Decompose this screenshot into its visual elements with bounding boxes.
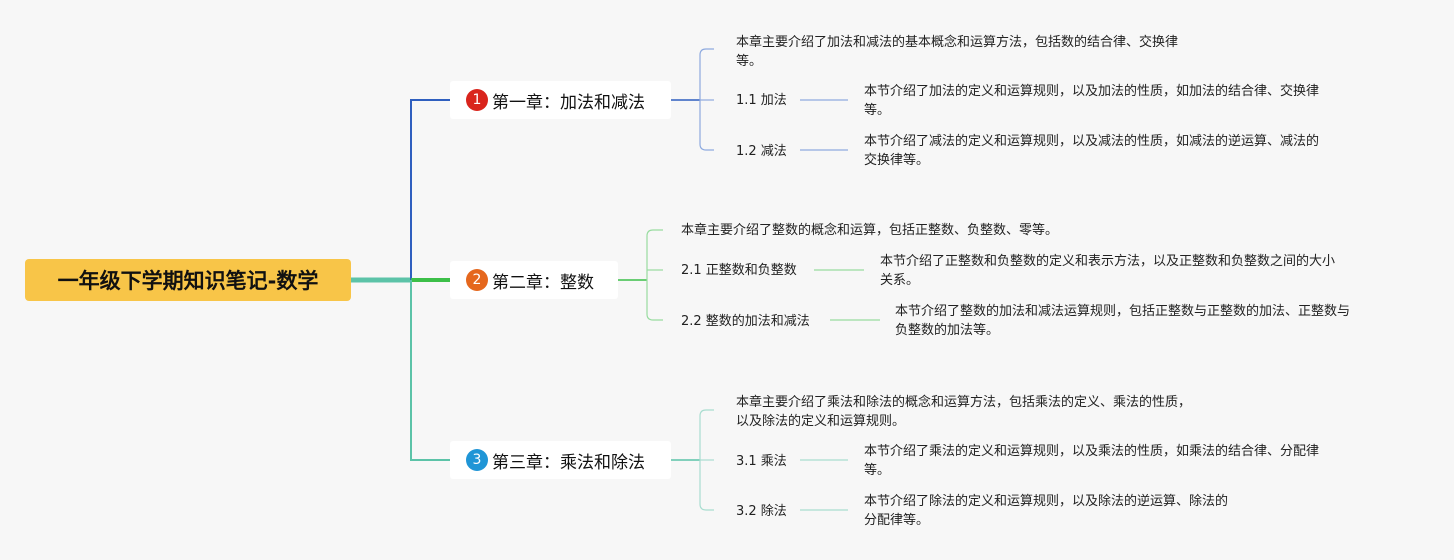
summary-line: 本章主要介绍了乘法和除法的概念和运算方法，包括乘法的定义、乘法的性质，: [736, 395, 1192, 410]
chapter-title: 第三章：乘法和除法: [492, 452, 645, 473]
branch-line-ch3: [410, 280, 450, 461]
desc-line: 本节介绍了加法的定义和运算规则，以及加法的性质，如加法的结合律、交换律: [864, 84, 1320, 99]
section-label[interactable]: 3.2 除法: [736, 504, 787, 519]
desc-line: 本节介绍了减法的定义和运算规则，以及减法的性质，如减法的逆运算、减法的: [864, 134, 1320, 149]
desc-line: 分配律等。: [864, 513, 930, 528]
section-description[interactable]: 本节介绍了减法的定义和运算规则，以及减法的性质，如减法的逆运算、减法的 交换律等…: [864, 132, 1319, 170]
chapter-topic-2[interactable]: 2 第二章：整数: [450, 261, 618, 299]
root-topic[interactable]: 一年级下学期知识笔记-数学: [25, 259, 351, 301]
section-description[interactable]: 本节介绍了加法的定义和运算规则，以及加法的性质，如加法的结合律、交换律 等。: [864, 82, 1319, 120]
number-badge-icon: 3: [466, 449, 488, 471]
chapter-topic-3[interactable]: 3 第三章：乘法和除法: [450, 441, 671, 479]
ch2-bracket-line: [646, 229, 663, 321]
desc-line: 等。: [864, 103, 891, 118]
chapter-summary[interactable]: 本章主要介绍了整数的概念和运算，包括正整数、负整数、零等。: [681, 221, 1058, 240]
branch-line-ch1: [410, 99, 450, 280]
summary-line: 本章主要介绍了加法和减法的基本概念和运算方法，包括数的结合律、交换律: [736, 35, 1179, 50]
section-description[interactable]: 本节介绍了整数的加法和减法运算规则，包括正整数与正整数的加法、正整数与 负整数的…: [895, 302, 1350, 340]
chapter-topic-1[interactable]: 1 第一章：加法和减法: [450, 81, 671, 119]
root-title: 一年级下学期知识笔记-数学: [57, 269, 319, 293]
section-label[interactable]: 1.1 加法: [736, 93, 787, 108]
section-label[interactable]: 2.2 整数的加法和减法: [681, 314, 810, 329]
chapter-title: 第一章：加法和减法: [492, 92, 645, 113]
section-description[interactable]: 本节介绍了乘法的定义和运算规则，以及乘法的性质，如乘法的结合律、分配律 等。: [864, 442, 1319, 480]
section-description[interactable]: 本节介绍了除法的定义和运算规则，以及除法的逆运算、除法的 分配律等。: [864, 492, 1228, 530]
summary-line: 以及除法的定义和运算规则。: [736, 414, 906, 429]
chapter-summary[interactable]: 本章主要介绍了乘法和除法的概念和运算方法，包括乘法的定义、乘法的性质， 以及除法…: [736, 393, 1191, 431]
desc-line: 本节介绍了整数的加法和减法运算规则，包括正整数与正整数的加法、正整数与: [895, 304, 1351, 319]
number-badge-icon: 1: [466, 89, 488, 111]
desc-line: 负整数的加法等。: [895, 323, 1000, 338]
section-label[interactable]: 1.2 减法: [736, 144, 787, 159]
desc-line: 本节介绍了正整数和负整数的定义和表示方法，以及正整数和负整数之间的大小: [880, 254, 1336, 269]
desc-line: 等。: [864, 463, 891, 478]
section-label[interactable]: 3.1 乘法: [736, 454, 787, 469]
desc-line: 本节介绍了乘法的定义和运算规则，以及乘法的性质，如乘法的结合律、分配律: [864, 444, 1320, 459]
summary-line: 本章主要介绍了整数的概念和运算，包括正整数、负整数、零等。: [681, 223, 1059, 238]
desc-line: 本节介绍了除法的定义和运算规则，以及除法的逆运算、除法的: [864, 494, 1229, 509]
summary-line: 等。: [736, 54, 763, 69]
desc-line: 交换律等。: [864, 153, 930, 168]
desc-line: 关系。: [880, 273, 920, 288]
chapter-summary[interactable]: 本章主要介绍了加法和减法的基本概念和运算方法，包括数的结合律、交换律 等。: [736, 33, 1178, 71]
section-label[interactable]: 2.1 正整数和负整数: [681, 263, 797, 278]
section-description[interactable]: 本节介绍了正整数和负整数的定义和表示方法，以及正整数和负整数之间的大小 关系。: [880, 252, 1335, 290]
number-badge-icon: 2: [466, 269, 488, 291]
chapter-title: 第二章：整数: [492, 272, 594, 293]
